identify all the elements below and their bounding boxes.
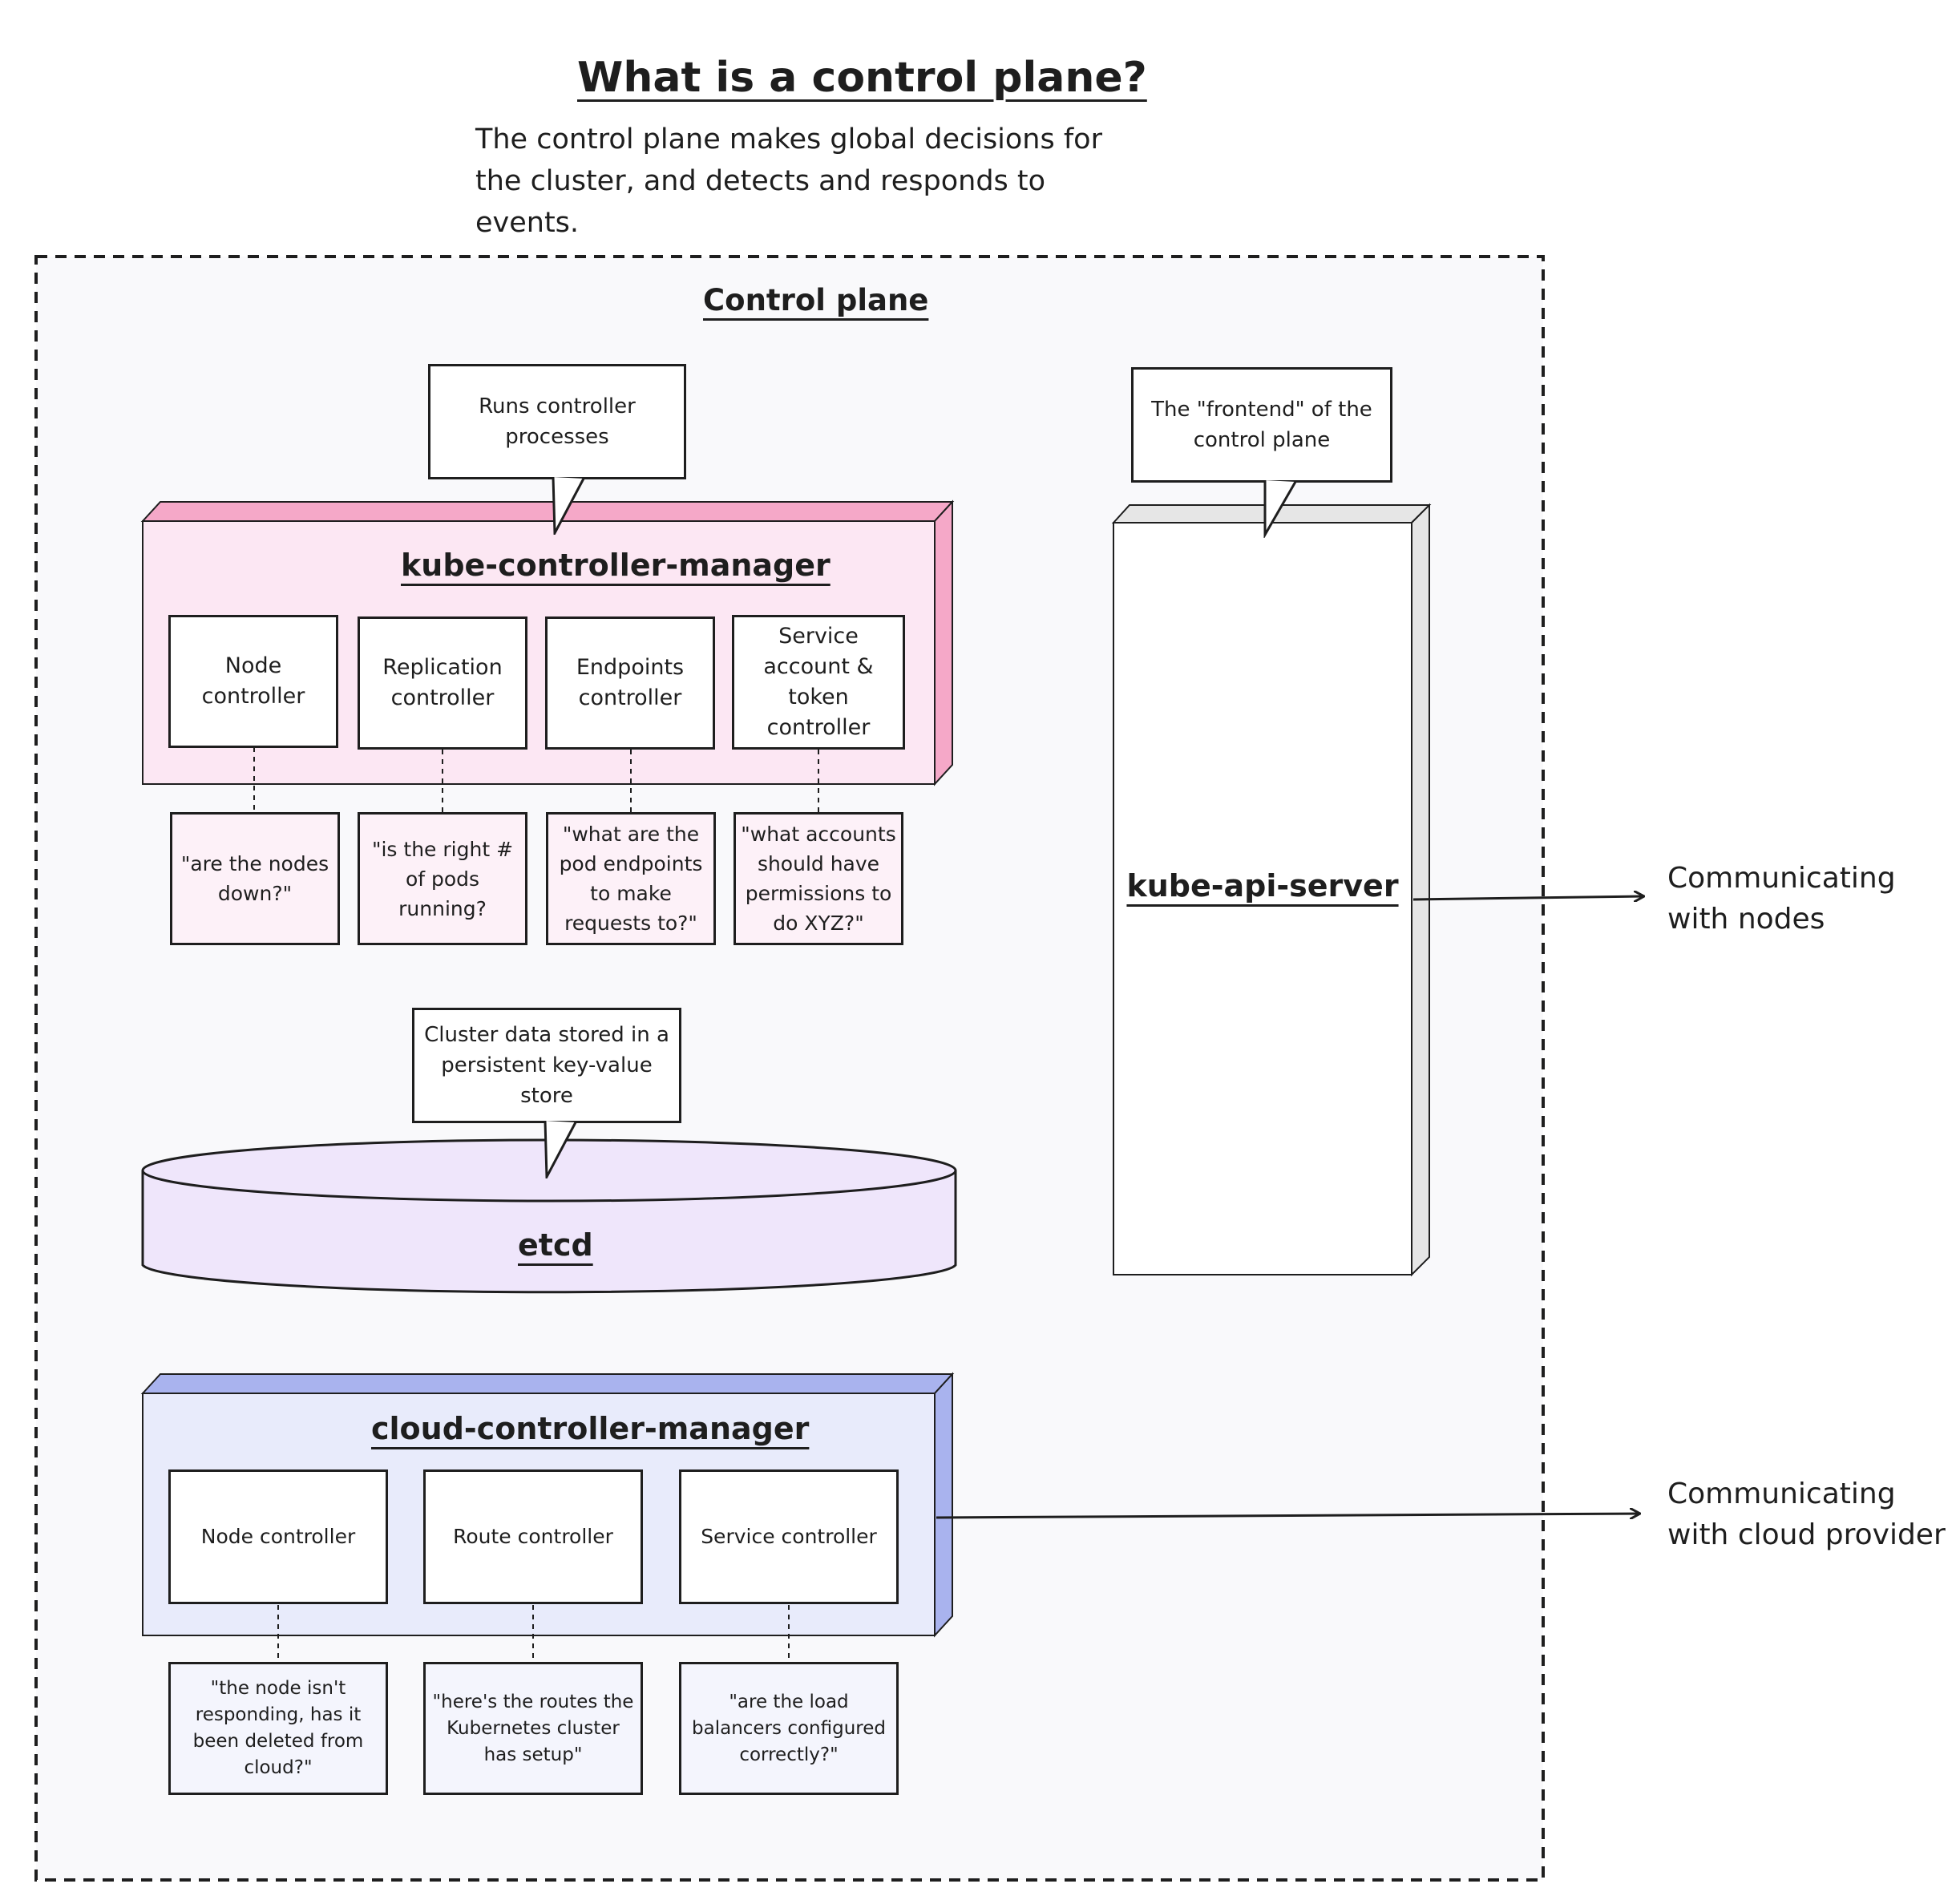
control-plane-container [34, 255, 1545, 1882]
kcm-node-controller: Node controller [168, 615, 338, 748]
page-title: What is a control plane? [577, 54, 1147, 102]
kcm-title: kube-controller-manager [401, 548, 830, 583]
kcm-callout: Runs controller processes [428, 364, 686, 479]
kcm-endpoints-controller: Endpoints controller [545, 616, 715, 750]
kcm-service-account-question: "what accounts should have permissions t… [734, 812, 903, 945]
etcd-callout: Cluster data stored in a persistent key-… [412, 1008, 681, 1123]
ccm-route-question: "here's the routes the Kubernetes cluste… [423, 1662, 643, 1795]
ccm-node-controller: Node controller [168, 1469, 388, 1604]
kcm-node-question: "are the nodes down?" [170, 812, 340, 945]
kcm-endpoints-controller-label: Endpoints controller [576, 655, 685, 710]
control-plane-label: Control plane [703, 283, 929, 317]
ccm-title: cloud-controller-manager [371, 1411, 810, 1446]
kcm-node-controller-label: Node controller [201, 653, 305, 709]
communicating-with-nodes-label: Communicating with nodes [1667, 862, 1896, 936]
arrow-to-cloud [936, 1514, 1639, 1518]
ccm-connectors [277, 1605, 790, 1663]
kcm-endpoints-question-text: "what are the pod endpoints to make requ… [559, 823, 703, 935]
api-title: kube-api-server [1122, 834, 1403, 938]
etcd-callout-tail [544, 1121, 577, 1178]
ccm-service-question: "are the load balancers configured corre… [679, 1662, 899, 1795]
kcm-replication-question-text: "is the right # of pods running? [371, 837, 514, 920]
kcm-replication-controller-label: Replication controller [382, 655, 503, 710]
ccm-service-question-text: "are the load balancers configured corre… [692, 1691, 886, 1765]
kcm-endpoints-question: "what are the pod endpoints to make requ… [546, 812, 716, 945]
kcm-callout-tail [552, 477, 585, 535]
api-title-text: kube-api-server [1126, 868, 1399, 903]
ccm-route-controller-label: Route controller [453, 1525, 613, 1548]
kcm-box-side [934, 499, 953, 786]
etcd-title: etcd [518, 1227, 593, 1263]
kcm-connectors [253, 747, 819, 814]
communicating-with-cloud-label: Communicating with cloud provider [1667, 1478, 1946, 1551]
kcm-replication-question: "is the right # of pods running? [358, 812, 527, 945]
kcm-service-account-question-text: "what accounts should have permissions t… [741, 823, 896, 935]
kcm-node-question-text: "are the nodes down?" [180, 852, 329, 905]
ccm-box-top [140, 1373, 955, 1394]
ccm-box-side [934, 1372, 953, 1638]
api-callout-tail [1263, 480, 1297, 538]
page-description: The control plane makes global decisions… [475, 123, 1102, 239]
ccm-node-question: "the node isn't responding, has it been … [168, 1662, 388, 1795]
ccm-service-controller: Service controller [679, 1469, 899, 1604]
ccm-node-question-text: "the node isn't responding, has it been … [192, 1678, 364, 1778]
kcm-service-account-controller: Service account & token controller [732, 615, 905, 750]
kcm-replication-controller: Replication controller [358, 616, 527, 750]
ccm-route-controller: Route controller [423, 1469, 643, 1604]
ccm-node-controller-label: Node controller [200, 1525, 356, 1548]
ccm-service-controller-label: Service controller [701, 1525, 877, 1548]
ccm-route-question-text: "here's the routes the Kubernetes cluste… [432, 1691, 634, 1765]
arrow-to-nodes [1412, 896, 1643, 899]
kcm-service-account-controller-label: Service account & token controller [763, 624, 874, 740]
api-callout: The "frontend" of the control plane [1131, 367, 1392, 483]
api-box-side [1411, 503, 1430, 1277]
